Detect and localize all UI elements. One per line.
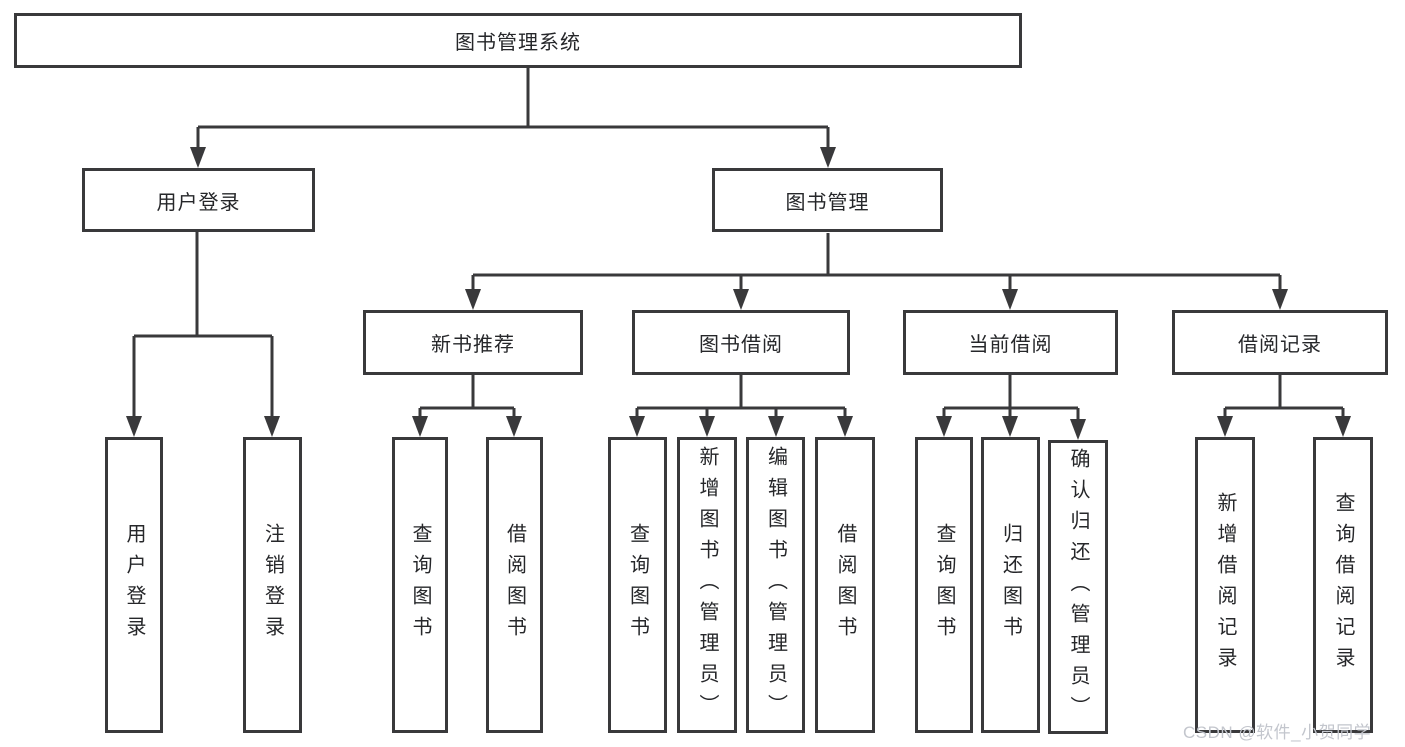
node-user-login: 用户登录 [82, 168, 315, 232]
arrowhead-book-management [820, 147, 836, 168]
csdn-watermark: CSDN @软件_小贺同学 [1183, 723, 1372, 742]
node-leaf-cb-return-books: 归还图书 [981, 437, 1040, 733]
arrowhead-br-add [1217, 416, 1233, 437]
node-leaf-nbr-borrow-books-label: 借阅图书 [503, 523, 526, 647]
node-leaf-cb-confirm-return-admin-label: 确认归还（管理员） [1067, 447, 1089, 727]
node-leaf-bb-borrow-books: 借阅图书 [815, 437, 875, 733]
node-leaf-br-query-record: 查询借阅记录 [1313, 437, 1373, 733]
node-leaf-user-login-label: 用户登录 [123, 523, 145, 647]
node-leaf-br-query-record-label: 查询借阅记录 [1332, 492, 1354, 678]
node-leaf-bb-add-books-admin: 新增图书（管理员） [677, 437, 737, 733]
node-book-management: 图书管理 [712, 168, 943, 232]
arrowhead-cb-return [1002, 416, 1018, 437]
arrowhead-bb-add [699, 416, 715, 437]
connector-root-to-level2 [196, 68, 830, 150]
node-library-system-root-label: 图书管理系统 [455, 32, 581, 54]
node-user-login-label: 用户登录 [156, 191, 241, 214]
node-leaf-nbr-borrow-books: 借阅图书 [486, 437, 543, 733]
arrowhead-bb-borrow [837, 416, 853, 437]
node-leaf-bb-query-books-label: 查询图书 [626, 523, 649, 647]
connector-borrow-records-group [1223, 375, 1345, 419]
arrowhead-nbr-borrow [506, 416, 522, 437]
connector-book-borrow-group [635, 375, 847, 419]
arrowhead-bb-query [629, 416, 645, 437]
node-current-borrow: 当前借阅 [903, 310, 1118, 375]
node-borrow-records-label: 借阅记录 [1238, 334, 1322, 356]
node-leaf-logout-label: 注销登录 [261, 523, 284, 647]
node-leaf-logout: 注销登录 [243, 437, 302, 733]
arrowhead-cb-confirm [1070, 419, 1086, 440]
node-leaf-cb-query-books-label: 查询图书 [933, 523, 955, 647]
connector-new-book-recommend-group [418, 375, 516, 419]
arrowhead-user-login [190, 147, 206, 168]
node-leaf-nbr-query-books-label: 查询图书 [409, 523, 431, 647]
node-leaf-nbr-query-books: 查询图书 [392, 437, 448, 733]
node-leaf-bb-edit-books-admin: 编辑图书（管理员） [746, 437, 805, 733]
arrowhead-new-book-recommend [465, 289, 481, 310]
node-leaf-cb-confirm-return-admin: 确认归还（管理员） [1048, 440, 1108, 734]
node-leaf-bb-borrow-books-label: 借阅图书 [834, 523, 856, 647]
node-new-book-recommend: 新书推荐 [363, 310, 583, 375]
node-leaf-bb-query-books: 查询图书 [608, 437, 667, 733]
node-leaf-cb-query-books: 查询图书 [915, 437, 973, 733]
arrowhead-book-borrow [733, 289, 749, 310]
arrowhead-current-borrow [1002, 289, 1018, 310]
arrowhead-br-query [1335, 416, 1351, 437]
node-leaf-br-add-record-label: 新增借阅记录 [1214, 492, 1236, 678]
node-leaf-br-add-record: 新增借阅记录 [1195, 437, 1255, 733]
node-book-borrow: 图书借阅 [632, 310, 850, 375]
node-leaf-cb-return-books-label: 归还图书 [999, 523, 1022, 647]
arrowhead-bb-edit [768, 416, 784, 437]
node-borrow-records: 借阅记录 [1172, 310, 1388, 375]
node-leaf-user-login: 用户登录 [105, 437, 163, 733]
node-book-borrow-label: 图书借阅 [699, 334, 783, 356]
node-leaf-bb-add-books-admin-label: 新增图书（管理员） [696, 445, 718, 725]
node-leaf-bb-edit-books-admin-label: 编辑图书（管理员） [764, 445, 787, 725]
connector-book-management-group [471, 233, 1282, 292]
node-library-system-root: 图书管理系统 [14, 13, 1022, 68]
arrowhead-nbr-query [412, 416, 428, 437]
connector-current-borrow-group [942, 375, 1080, 419]
node-current-borrow-label: 当前借阅 [968, 334, 1053, 356]
node-new-book-recommend-label: 新书推荐 [431, 334, 515, 356]
arrowhead-cb-query [936, 416, 952, 437]
node-book-management-label: 图书管理 [785, 191, 870, 214]
connector-user-login-group [132, 232, 274, 419]
arrowhead-borrow-records [1272, 289, 1288, 310]
arrowhead-user-login-leaf [126, 416, 142, 437]
arrowhead-logout-leaf [264, 416, 280, 437]
